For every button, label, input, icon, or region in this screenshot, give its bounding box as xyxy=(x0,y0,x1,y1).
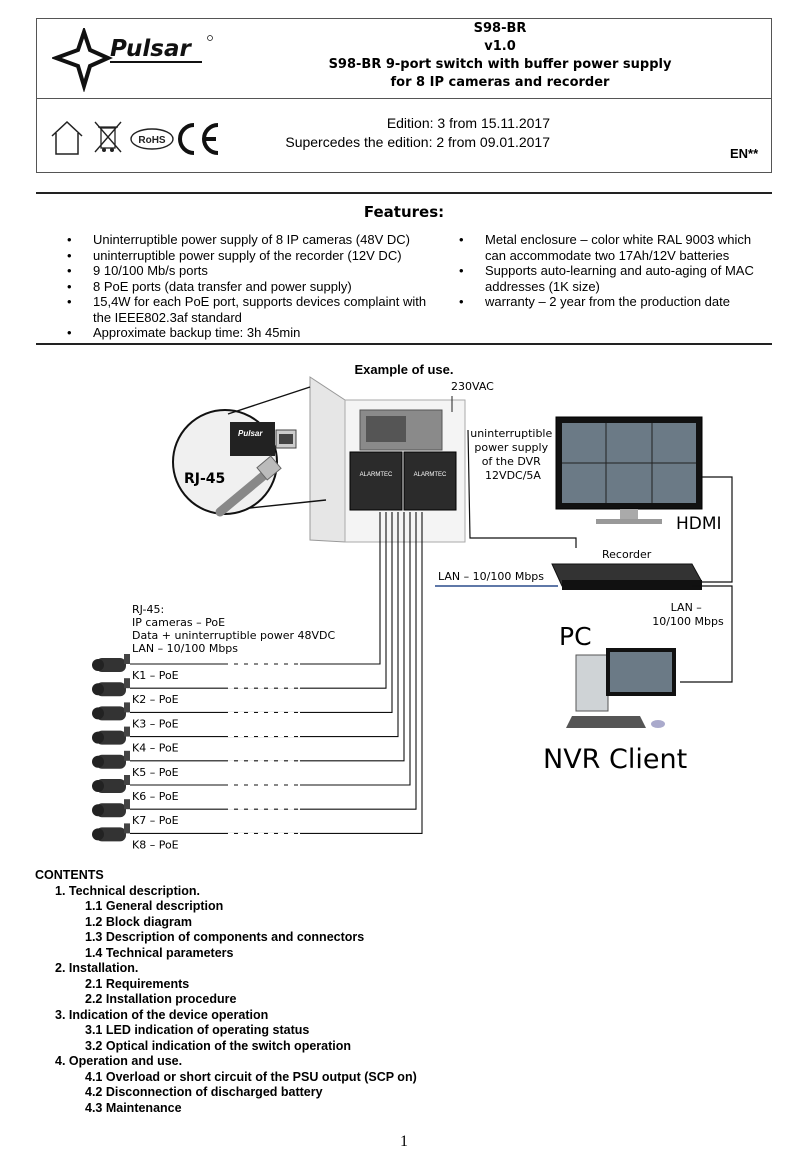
rohs-icon: RoHS xyxy=(130,128,174,150)
contents-item: 1.2 Block diagram xyxy=(85,914,192,929)
feature-item: warranty – 2 year from the production da… xyxy=(455,294,775,310)
camera-info: RJ-45: IP cameras – PoE Data + uninterru… xyxy=(132,603,339,655)
contents-item: 1.3 Description of components and connec… xyxy=(85,930,365,944)
feature-item: Supports auto-learning and auto-aging of… xyxy=(455,263,775,294)
feature-item: Approximate backup time: 3h 45min xyxy=(63,325,443,341)
poe-line xyxy=(130,512,423,834)
title-line-version: v1.0 xyxy=(484,39,516,54)
svg-text:ALARMTEC: ALARMTEC xyxy=(414,472,447,478)
poe-line xyxy=(130,512,381,665)
edition-text: Edition: 3 from 15.11.2017 xyxy=(386,115,550,131)
ip-camera-icon xyxy=(92,750,130,769)
poe-line xyxy=(130,512,417,810)
poe-line xyxy=(130,512,399,738)
contents-item: 4. Operation and use. xyxy=(55,1054,183,1068)
title-line-model: S98-BR xyxy=(473,21,527,36)
compliance-icons: RoHS xyxy=(51,120,219,155)
title-line-product: S98-BR 9-port switch with buffer power s… xyxy=(328,57,672,72)
ip-camera-icon xyxy=(92,726,130,745)
contents-item: 1.4 Technical parameters xyxy=(85,945,234,960)
feature-item: uninterruptible power supply of the reco… xyxy=(63,248,443,264)
contents-item: 4.2 Disconnection of discharged battery xyxy=(85,1085,323,1099)
svg-text:Pulsar: Pulsar xyxy=(238,429,263,438)
psu-enclosure: ALARMTEC ALARMTEC xyxy=(309,376,466,543)
port-label: K6 – PoE xyxy=(132,790,179,803)
port-label: K3 – PoE xyxy=(132,717,179,730)
contents-item: 3. Indication of the device operation xyxy=(55,1007,269,1022)
ups-label: uninterruptible power supply of the DVR … xyxy=(470,427,556,482)
recorder-label: Recorder xyxy=(602,548,652,561)
features-heading: Features: xyxy=(363,203,445,221)
lan-label-pc: LAN – 10/100 Mbps xyxy=(652,601,724,628)
nvr-client-label: NVR Client xyxy=(543,744,687,775)
usage-diagram: ALARMTEC ALARMTEC 230VAC Pulsar RJ-45 HD… xyxy=(92,376,733,851)
ip-camera-icon xyxy=(92,823,130,842)
contents-item: 3.2 Optical indication of the switch ope… xyxy=(85,1038,352,1053)
pc-workstation-icon xyxy=(566,648,676,728)
port-label: K7 – PoE xyxy=(132,814,179,827)
contents-item: 4.3 Maintenance xyxy=(85,1100,182,1115)
contents-list: 1. Technical description.1.1 General des… xyxy=(35,884,417,1117)
poe-port-lines: K1 – PoE K2 – PoE K3 – PoE K4 – PoE K5 – PoE… xyxy=(130,512,423,851)
port-label: K4 – PoE xyxy=(132,742,179,755)
features-top-rule xyxy=(36,192,772,194)
contents-item: 3.1 LED indication of operating status xyxy=(85,1023,310,1037)
poe-line xyxy=(130,512,393,713)
ip-camera-icon xyxy=(92,702,130,721)
monitor-icon xyxy=(555,416,703,524)
pulsar-logo: Pulsar xyxy=(52,28,213,92)
contents-heading: CONTENTS xyxy=(35,868,104,882)
rj45-label: RJ-45 xyxy=(184,471,225,487)
lan-label: LAN – 10/100 Mbps xyxy=(438,570,544,583)
feature-item: Uninterruptible power supply of 8 IP cam… xyxy=(63,232,443,248)
contents-item: 1. Technical description. xyxy=(55,883,200,898)
document-title: S98-BR v1.0 S98-BR 9-port switch with bu… xyxy=(300,20,700,92)
edition-info: Edition: 3 from 15.11.2017 Supercedes th… xyxy=(270,114,550,152)
contents-item: 1.1 General description xyxy=(85,899,224,913)
pc-label: PC xyxy=(559,622,592,651)
title-line-subtitle: for 8 IP cameras and recorder xyxy=(390,75,610,90)
header-divider xyxy=(36,98,772,99)
feature-item: Metal enclosure – color white RAL 9003 w… xyxy=(455,232,775,263)
ac-label: 230VAC xyxy=(451,380,494,393)
feature-item: 8 PoE ports (data transfer and power sup… xyxy=(63,279,443,295)
svg-text:ALARMTEC: ALARMTEC xyxy=(360,472,393,478)
supersedes-text: Supercedes the edition: 2 from 09.01.201… xyxy=(285,134,550,150)
contents-item: 2.1 Requirements xyxy=(85,976,190,991)
ip-camera-icon xyxy=(92,775,130,793)
hdmi-label: HDMI xyxy=(676,514,722,534)
port-label: K5 – PoE xyxy=(132,766,179,779)
table-of-contents: CONTENTS 1. Technical description.1.1 Ge… xyxy=(35,868,417,1116)
pulsar-wordmark: Pulsar xyxy=(110,36,193,62)
poe-line xyxy=(130,512,387,689)
indoor-use-icon xyxy=(51,120,83,155)
svg-text:RoHS: RoHS xyxy=(138,135,166,146)
example-heading: Example of use. xyxy=(354,362,454,377)
ip-camera-icons xyxy=(92,654,130,842)
ce-mark-icon xyxy=(178,123,219,155)
language-code: EN** xyxy=(730,146,759,161)
ip-camera-icon xyxy=(92,654,130,672)
contents-item: 2.2 Installation procedure xyxy=(85,992,237,1006)
header-box xyxy=(36,18,772,173)
ip-camera-icon xyxy=(92,799,130,818)
ip-camera-icon xyxy=(92,678,130,697)
rj45-zoom: Pulsar RJ-45 xyxy=(172,386,327,517)
pulsar-star-icon xyxy=(52,28,113,92)
weee-bin-icon xyxy=(94,121,122,153)
port-label: K8 – PoE xyxy=(132,838,179,851)
port-label: K2 – PoE xyxy=(132,693,179,706)
features-bottom-rule xyxy=(36,343,772,345)
feature-item: 9 10/100 Mb/s ports xyxy=(63,263,443,279)
port-label: K1 – PoE xyxy=(132,669,179,682)
contents-item: 4.1 Overload or short circuit of the PSU… xyxy=(85,1069,417,1084)
poe-line xyxy=(130,512,405,762)
features-list-left: Uninterruptible power supply of 8 IP cam… xyxy=(63,232,443,341)
contents-item: 2. Installation. xyxy=(55,961,139,975)
feature-item: 15,4W for each PoE port, supports device… xyxy=(63,294,443,325)
features-list-right: Metal enclosure – color white RAL 9003 w… xyxy=(455,232,775,310)
poe-line xyxy=(130,512,411,786)
recorder-dvr-icon xyxy=(551,563,703,590)
page-number: 1 xyxy=(400,1133,408,1150)
